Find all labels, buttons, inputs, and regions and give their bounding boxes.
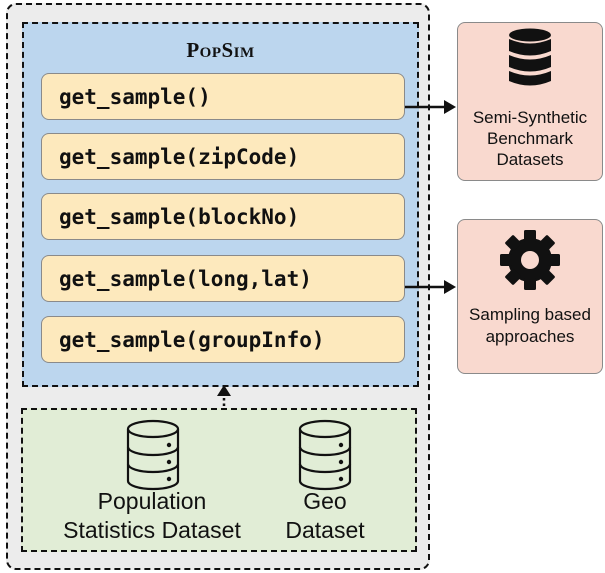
data-sources-panel: Population Statistics Dataset Geo Datase… bbox=[21, 408, 417, 552]
geo-dataset-label-line2: Dataset bbox=[285, 517, 365, 543]
benchmark-label-line3: Datasets bbox=[496, 150, 564, 169]
function-get-sample: get_sample() bbox=[41, 73, 405, 120]
function-get-sample-groupinfo: get_sample(groupInfo) bbox=[41, 316, 405, 363]
function-get-sample-long-lat: get_sample(long,lat) bbox=[41, 255, 405, 302]
database-icon bbox=[126, 419, 180, 491]
popsim-panel: PopSim get_sample() get_sample(zipCode) … bbox=[22, 22, 419, 387]
gear-icon bbox=[500, 230, 560, 290]
benchmark-label-line2: Benchmark bbox=[487, 129, 573, 148]
population-dataset-label-line2: Statistics Dataset bbox=[63, 517, 241, 543]
benchmark-label-line1: Semi-Synthetic bbox=[472, 108, 588, 127]
sampling-label-line1: Sampling based bbox=[469, 305, 591, 324]
function-get-sample-blockno: get_sample(blockNo) bbox=[41, 193, 405, 240]
database-icon bbox=[509, 28, 551, 86]
database-icon bbox=[298, 419, 352, 491]
sampling-label-line2: approaches bbox=[485, 327, 575, 346]
function-get-sample-zipcode: get_sample(zipCode) bbox=[41, 133, 405, 180]
benchmark-datasets-box: Semi-Synthetic Benchmark Datasets bbox=[457, 22, 603, 181]
sampling-approaches-box: Sampling based approaches bbox=[457, 219, 603, 374]
popsim-title: PopSim bbox=[186, 38, 255, 62]
geo-dataset-label-line1: Geo bbox=[303, 488, 347, 514]
population-dataset-label-line1: Population bbox=[97, 488, 207, 514]
